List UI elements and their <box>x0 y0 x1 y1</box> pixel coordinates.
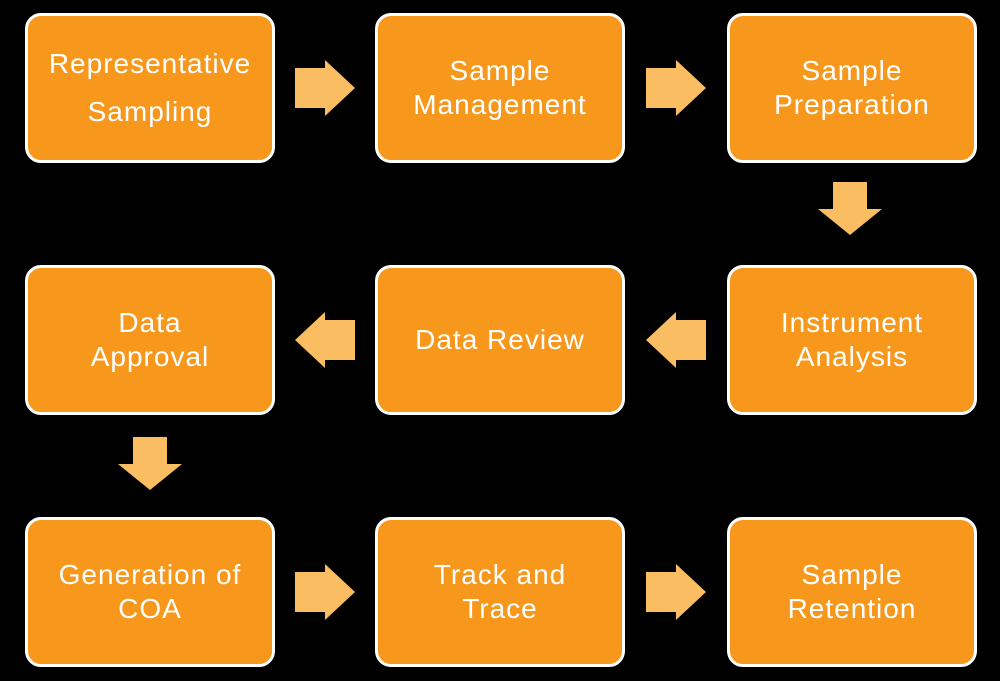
node-label-line: Trace <box>462 593 538 624</box>
arrow-right-icon <box>646 564 706 620</box>
node-label: Track and Trace <box>434 558 566 626</box>
node-label: Instrument Analysis <box>781 306 923 374</box>
node-label: Generation of COA <box>59 558 242 626</box>
node-sample-management: Sample Management <box>375 13 625 163</box>
node-label: Data Approval <box>91 306 210 374</box>
arrow-right-icon <box>646 60 706 116</box>
arrow-left-icon <box>295 312 355 368</box>
node-label-line: Sample <box>449 54 551 86</box>
node-label-line: COA <box>118 593 182 624</box>
arrow-right-icon <box>295 564 355 620</box>
node-representative-sampling: Representative Sampling <box>25 13 275 163</box>
node-label-line: Data <box>118 306 182 338</box>
node-label: Sample Management <box>413 54 586 122</box>
node-data-review: Data Review <box>375 265 625 415</box>
arrow-right-icon <box>295 60 355 116</box>
node-track-and-trace: Track and Trace <box>375 517 625 667</box>
node-sample-preparation: Sample Preparation <box>727 13 977 163</box>
node-label-line: Sampling <box>87 96 213 127</box>
node-label-line: Instrument <box>780 306 924 338</box>
node-label-line: Management <box>413 89 587 120</box>
arrow-left-icon <box>646 312 706 368</box>
node-label-line: Sample <box>801 558 903 590</box>
arrow-down-icon <box>118 437 182 490</box>
node-instrument-analysis: Instrument Analysis <box>727 265 977 415</box>
node-label: Sample Preparation <box>774 54 930 122</box>
arrow-down-icon <box>818 182 882 235</box>
node-label-line: Sample <box>801 54 903 86</box>
node-label-line: Track and <box>433 558 567 590</box>
node-label-line: Representative <box>48 47 252 79</box>
node-label-line: Data Review <box>415 323 585 355</box>
node-label-line: Analysis <box>795 341 909 372</box>
node-label-line: Retention <box>787 593 917 624</box>
node-label: Data Review <box>415 323 585 357</box>
node-data-approval: Data Approval <box>25 265 275 415</box>
node-sample-retention: Sample Retention <box>727 517 977 667</box>
node-label: Sample Retention <box>788 558 917 626</box>
node-label-line: Preparation <box>774 89 930 120</box>
node-generation-of-coa: Generation of COA <box>25 517 275 667</box>
node-label: Representative Sampling <box>49 40 251 136</box>
node-label-line: Approval <box>90 341 210 372</box>
node-label-line: Generation of <box>58 558 242 590</box>
